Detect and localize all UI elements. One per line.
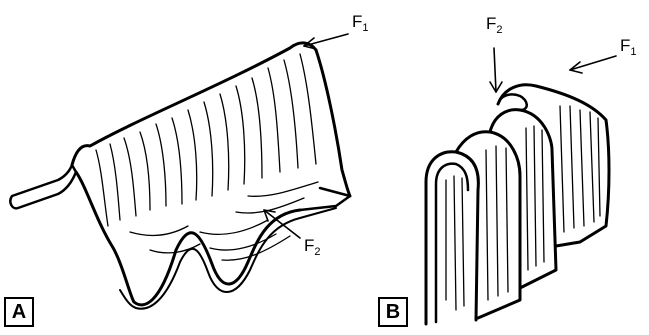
panel-label-a: A bbox=[4, 297, 34, 327]
sheet-a-right-side bbox=[316, 50, 350, 196]
sheet-a bbox=[10, 43, 350, 309]
force-label-a-f2: F2 bbox=[304, 236, 321, 258]
panel-label-b: B bbox=[378, 297, 408, 327]
force-label-a-f1: F1 bbox=[352, 12, 369, 34]
sheet-a-left-flange bbox=[10, 165, 76, 208]
sheet-b bbox=[426, 85, 609, 324]
sheet-b-front-fold bbox=[426, 152, 478, 324]
force-arrow-b-f2 bbox=[490, 48, 502, 92]
force-label-b-f1: F1 bbox=[620, 36, 637, 58]
force-label-b-f2: F2 bbox=[486, 14, 503, 36]
sheet-a-wavy-thickness bbox=[120, 208, 336, 309]
sheet-a-right-flange bbox=[300, 188, 350, 210]
force-arrow-b-f1 bbox=[570, 56, 616, 73]
sheet-a-top-ridge bbox=[72, 43, 316, 165]
sheet-a-texture-lines bbox=[96, 54, 318, 260]
sheet-b-top-edge bbox=[498, 94, 527, 110]
